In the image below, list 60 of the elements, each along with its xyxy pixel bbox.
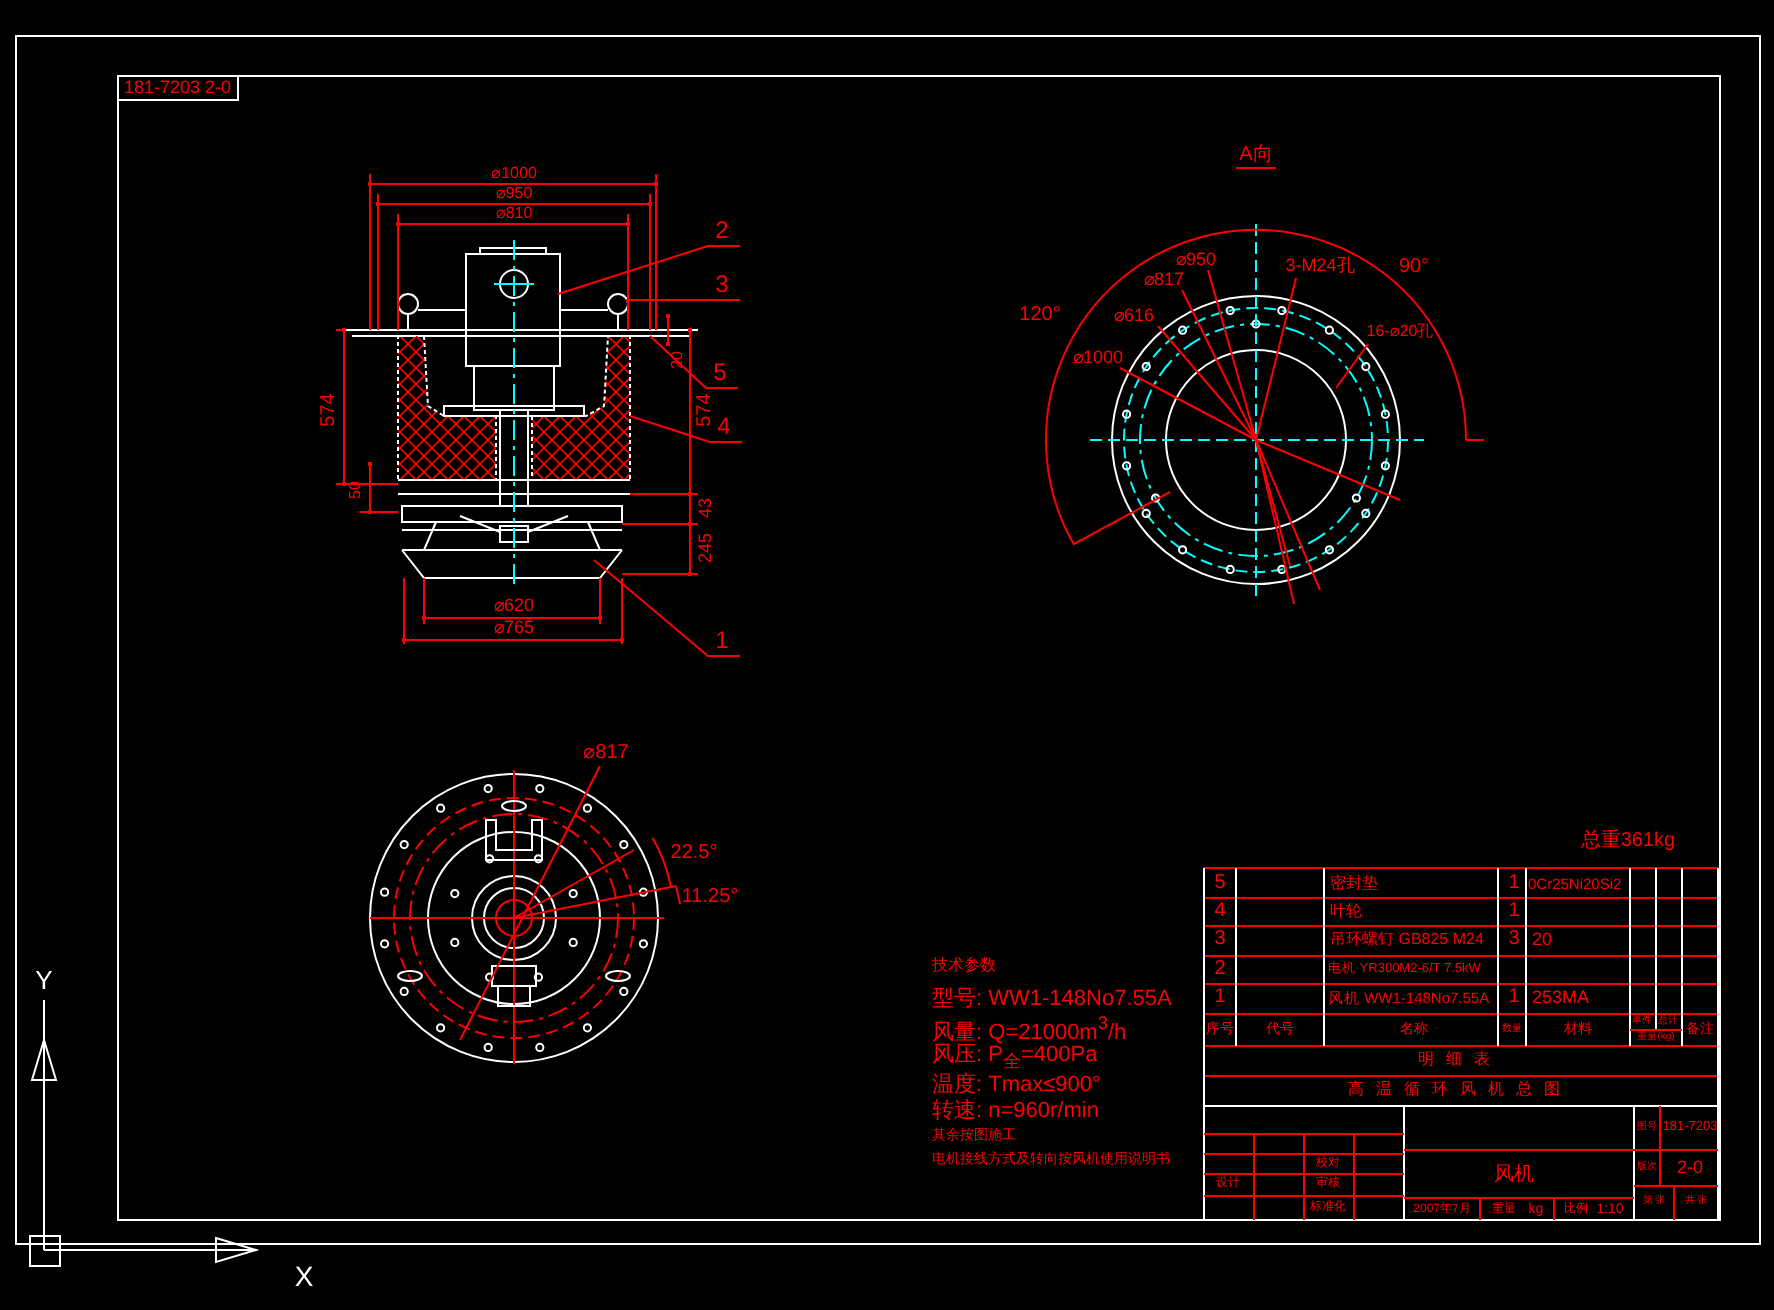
table-text: 253MA (1532, 989, 1590, 1007)
dimension-text: ⌀765 (493, 619, 535, 637)
dimension-text: ⌀1000 (491, 166, 537, 182)
dimension-text: 574 (696, 393, 716, 427)
leader-line (557, 245, 741, 295)
note-text: 温度: Tmax≤900° (932, 1075, 1101, 1097)
table-text: 1 (1508, 874, 1520, 894)
leader-line (1335, 343, 1369, 389)
table-text: 密封垫 (1330, 876, 1378, 892)
dimension-text: ⌀616 (1113, 307, 1155, 325)
table-text: 2 (1214, 960, 1226, 980)
dimension-text: ⌀817 (583, 744, 629, 764)
leader-line (649, 335, 739, 389)
callout-text: 16-⌀20孔 (1366, 324, 1434, 340)
dimension-text: ⌀950 (495, 186, 533, 202)
table-text: 3 (1508, 930, 1520, 950)
leader-line (625, 299, 741, 301)
note-text: 型号: WW1-148No7.55A (932, 989, 1172, 1011)
view-title: A向 (1239, 146, 1273, 166)
drawing-title: 风机 (1494, 1166, 1534, 1186)
note-text: 风量: Q=21000m$^{3}$/h (932, 1015, 1127, 1045)
note-text: 技术参数 (932, 958, 996, 974)
table-text: 1 (1508, 902, 1520, 922)
dimension-text: ⌀1000 (1072, 349, 1124, 367)
leader-line (593, 559, 741, 657)
note-text: 转速: n=960r/min (932, 1101, 1099, 1123)
dimension-text: ⌀817 (1143, 271, 1185, 289)
note-text: 风压: P$_{全}$=400Pa (932, 1044, 1098, 1072)
dimension-text: 120° (1019, 306, 1061, 326)
table-title: 高温循环风机总图 (1348, 1082, 1572, 1098)
dimension-text: 90° (1398, 258, 1430, 278)
weight-note: 总重361kg (1580, 832, 1676, 852)
dimension-text: 22.5° (670, 844, 718, 864)
table-text: 5 (1214, 874, 1226, 894)
table-text: 1 (1508, 988, 1520, 1008)
table-text: 吊环螺钉 GB825 M24 (1330, 932, 1484, 948)
table-title: 明细表 (1418, 1052, 1502, 1068)
table-text: 叶轮 (1330, 904, 1362, 920)
dimension-text: 574 (320, 393, 340, 427)
dimension-text: 43 (697, 498, 715, 518)
callout-number: 1 (708, 628, 736, 652)
callout-number: 4 (710, 414, 738, 438)
callout-number: 5 (706, 360, 734, 384)
title-block-text: 2-0 (1677, 1159, 1703, 1177)
dimension-text: ⌀950 (1175, 251, 1217, 269)
dimension-text: 3-M24孔 (1285, 257, 1355, 275)
table-text: 20 (1532, 931, 1553, 949)
table-text: 3 (1214, 930, 1226, 950)
drawing-number: 181-7203 2-0 (124, 79, 232, 97)
table-text: 4 (1214, 902, 1226, 922)
leader-line (629, 415, 743, 443)
table-text: 1 (1214, 988, 1226, 1008)
callout-number: 3 (708, 272, 736, 296)
axis-letter: X (294, 1262, 314, 1290)
dimension-text: ⌀810 (495, 206, 533, 222)
axis-letter: Y (35, 967, 53, 993)
dimension-text: ⌀620 (493, 597, 535, 615)
callout-number: 2 (708, 218, 736, 242)
dimension-text: 11.25° (681, 888, 739, 908)
dimension-text: 245 (697, 532, 715, 564)
